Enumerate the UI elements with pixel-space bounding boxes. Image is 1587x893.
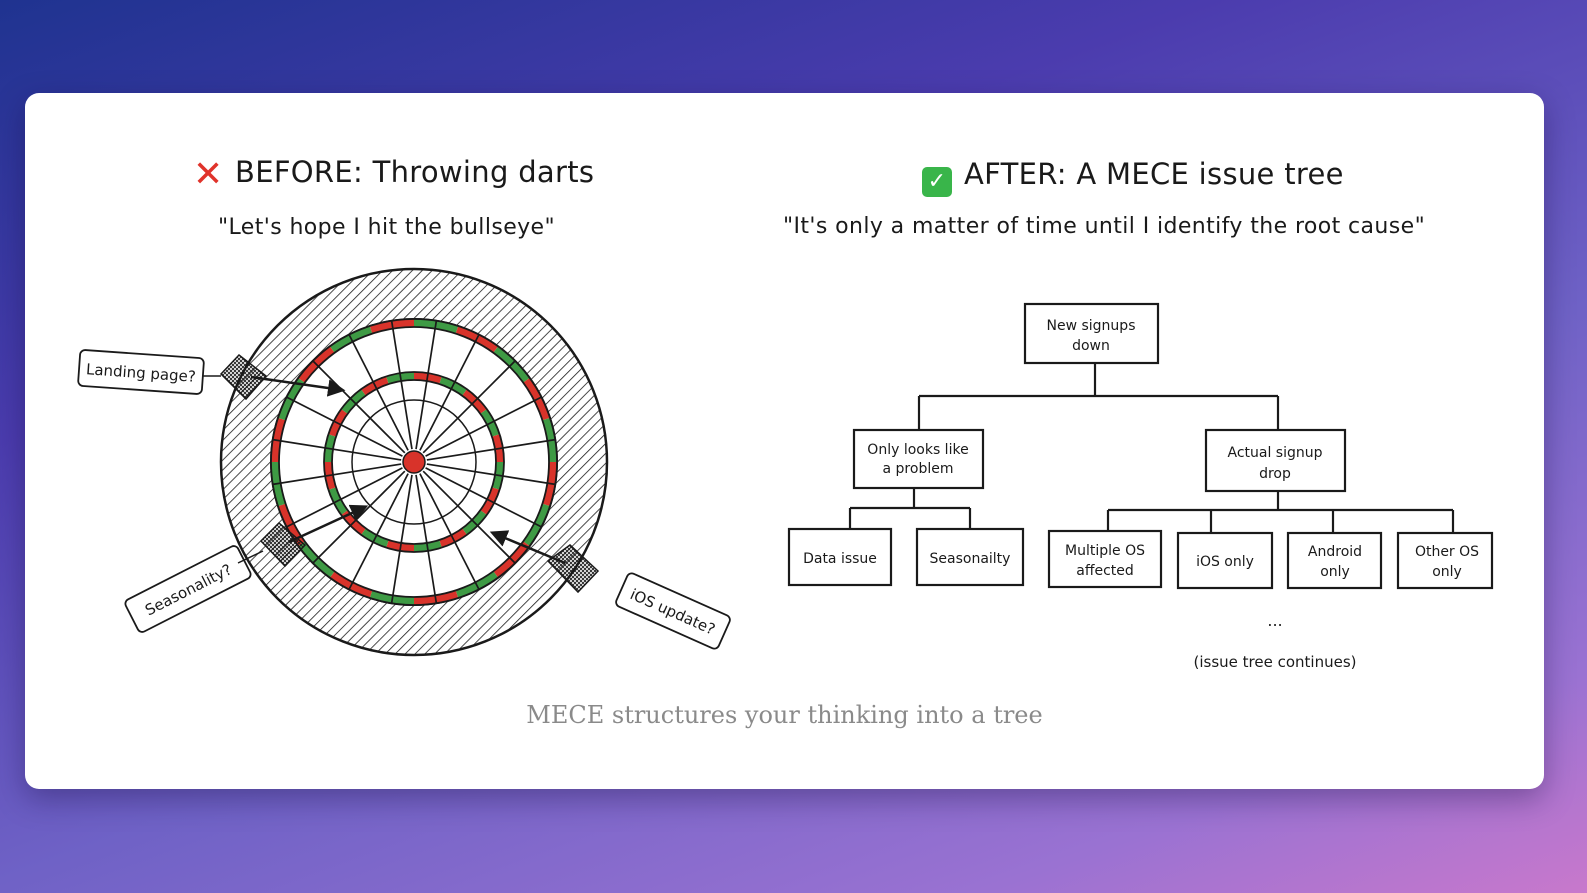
dart-ios-update	[489, 530, 600, 594]
node-only-looks-like-problem: Only looks like a problem	[852, 428, 985, 490]
board-spokes	[272, 320, 556, 604]
board-spoke	[426, 438, 556, 461]
board-ring-outline	[270, 318, 558, 606]
before-heading-text: BEFORE: Throwing darts	[235, 155, 595, 189]
dart-shaft	[489, 530, 566, 565]
label-ios-update: iOS update?	[615, 572, 731, 650]
board-ring-outline	[323, 371, 505, 553]
tree-connectors	[848, 363, 1455, 533]
board-spoke	[390, 474, 413, 604]
svg-text:Actual signup: Actual signup	[1227, 445, 1322, 461]
svg-text:Other OS: Other OS	[1415, 544, 1479, 560]
node-actual-signup-drop: Actual signup drop	[1204, 428, 1347, 493]
dart-flight	[546, 544, 600, 594]
svg-text:New signups: New signups	[1047, 318, 1136, 334]
board-spoke	[286, 396, 403, 457]
bullseye	[402, 450, 426, 474]
board-spoke	[415, 474, 438, 604]
label-seasonality: Seasonality?	[124, 545, 252, 633]
after-heading: ✓ AFTER: A MECE issue tree	[922, 157, 1344, 197]
node-root: New signups down	[1023, 302, 1160, 365]
svg-text:Multiple OS: Multiple OS	[1065, 543, 1145, 559]
board-spoke	[348, 334, 409, 451]
board-ring-outline	[331, 379, 497, 545]
svg-text:only: only	[1320, 564, 1350, 580]
node-data-issue-text: Data issue	[803, 551, 877, 567]
issue-tree: New signups down Only looks like a probl…	[787, 302, 1494, 671]
board-spoke	[422, 470, 516, 564]
board-spoke	[348, 473, 409, 590]
label-connector	[237, 550, 264, 564]
cross-mark-icon: ✕	[193, 154, 224, 195]
node-other-os-only: Other OS only	[1396, 531, 1494, 590]
node-android-only: Android only	[1286, 531, 1383, 590]
dart-flight	[219, 353, 268, 401]
node-data-issue: Data issue	[787, 527, 893, 587]
node-seasonailty-text: Seasonailty	[930, 551, 1011, 567]
node-ios-only: iOS only	[1176, 531, 1274, 590]
node-ios-only-text: iOS only	[1196, 554, 1254, 570]
svg-text:affected: affected	[1076, 563, 1134, 579]
after-subtitle: "It's only a matter of time until I iden…	[783, 214, 1426, 239]
dart-shaft	[288, 504, 369, 544]
slide-card: ✕ BEFORE: Throwing darts "Let's hope I hi…	[25, 93, 1544, 789]
board-spoke	[390, 320, 413, 450]
board-spoke	[419, 473, 480, 590]
svg-text:down: down	[1072, 338, 1110, 354]
board-spoke	[272, 438, 402, 461]
tree-ellipsis: ...	[1267, 611, 1282, 630]
svg-text:Only looks like: Only looks like	[867, 442, 968, 458]
check-mark-icon: ✓	[922, 167, 952, 197]
board-spoke	[426, 463, 556, 486]
dart-landing-page	[219, 353, 346, 401]
after-heading-text: AFTER: A MECE issue tree	[964, 157, 1344, 191]
board-spoke	[272, 463, 402, 486]
caption: MECE structures your thinking into a tre…	[526, 701, 1043, 729]
dartboard-illustration	[219, 267, 609, 657]
tree-continuation: (issue tree continues)	[1194, 653, 1357, 671]
dart-flight	[259, 521, 307, 568]
svg-text:drop: drop	[1259, 466, 1291, 482]
board-ring-outline	[351, 399, 477, 525]
board-spoke	[415, 320, 438, 450]
label-landing-page: Landing page?	[77, 349, 205, 395]
board-spoke	[312, 360, 406, 454]
board-spoke	[286, 467, 403, 528]
board-spoke	[425, 467, 542, 528]
node-seasonailty: Seasonailty	[915, 527, 1025, 587]
node-multiple-os: Multiple OS affected	[1047, 529, 1163, 589]
svg-text:a problem: a problem	[883, 461, 954, 477]
svg-text:Android: Android	[1308, 544, 1362, 560]
board-ring-outline	[278, 326, 550, 598]
board-spoke	[419, 334, 480, 451]
before-subtitle: "Let's hope I hit the bullseye"	[218, 215, 556, 240]
board-spoke	[425, 396, 542, 457]
dart-shaft	[250, 375, 346, 397]
svg-text:only: only	[1432, 564, 1462, 580]
board-spoke	[422, 360, 516, 454]
before-heading: ✕ BEFORE: Throwing darts	[193, 154, 595, 195]
dart-seasonality	[259, 504, 369, 568]
diagram-canvas: Landing page? Seasonality? iOS update?	[77, 267, 1494, 671]
